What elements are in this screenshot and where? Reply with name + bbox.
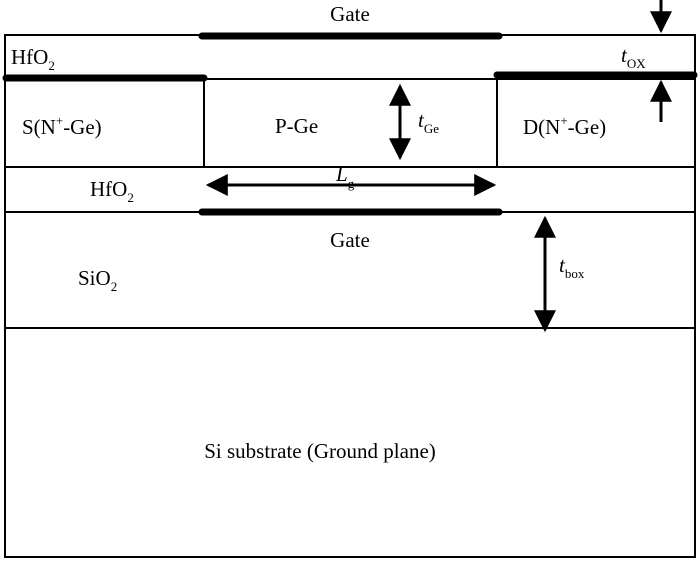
drain-label: D(N+-Ge) <box>523 113 606 139</box>
layer-outlines <box>4 34 696 558</box>
hfo2-top-label: HfO2 <box>11 45 55 73</box>
source-label: S(N+-Ge) <box>22 113 102 139</box>
l-g-label: Lg <box>335 162 355 191</box>
top-gate-label: Gate <box>330 2 370 26</box>
electrodes <box>2 32 698 216</box>
dimension-arrows <box>205 0 672 333</box>
bottom-gate-label: Gate <box>330 228 370 252</box>
outer-frame <box>4 34 696 558</box>
substrate-label: Si substrate (Ground plane) <box>204 439 436 463</box>
t-box-label: tbox <box>559 253 585 281</box>
hfo2-bottom-label: HfO2 <box>90 177 134 205</box>
t-ox-label: tOX <box>621 43 646 71</box>
sio2-label: SiO2 <box>78 266 117 294</box>
t-ge-label: tGe <box>418 108 439 136</box>
channel-label: P-Ge <box>275 114 318 138</box>
